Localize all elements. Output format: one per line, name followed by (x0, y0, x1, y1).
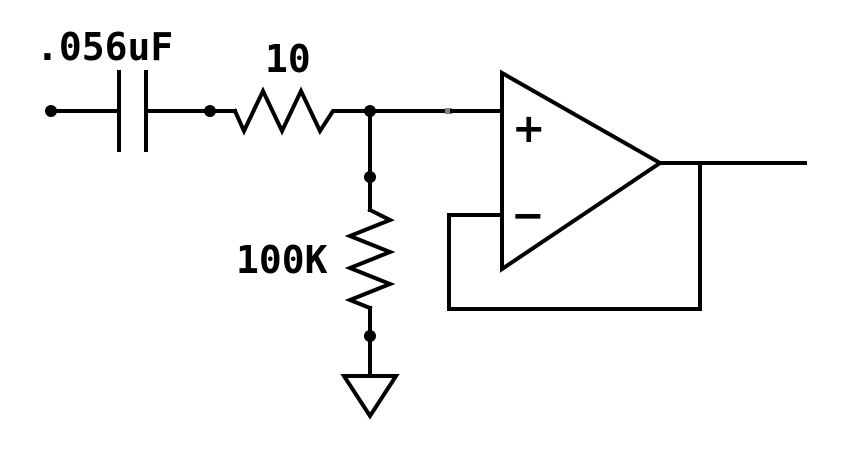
resistor-series-label: 10 (265, 37, 311, 81)
capacitor (117, 70, 148, 152)
capacitor-label: .056uF (36, 25, 173, 69)
pin-marker (445, 108, 452, 114)
ground-symbol (340, 374, 400, 420)
opamp-minus-symbol: − (511, 193, 545, 239)
opamp-plus-symbol: + (512, 106, 546, 152)
resistor-series (232, 86, 347, 136)
shunt-resistor-top-node (364, 171, 376, 183)
resistor-shunt-label: 100K (236, 238, 328, 282)
junction-node-cap-res (204, 105, 216, 117)
shunt-resistor-bottom-node (364, 330, 376, 342)
opamp-triangle (500, 69, 664, 273)
resistor-shunt (344, 207, 396, 311)
feedback-loop (447, 161, 702, 311)
